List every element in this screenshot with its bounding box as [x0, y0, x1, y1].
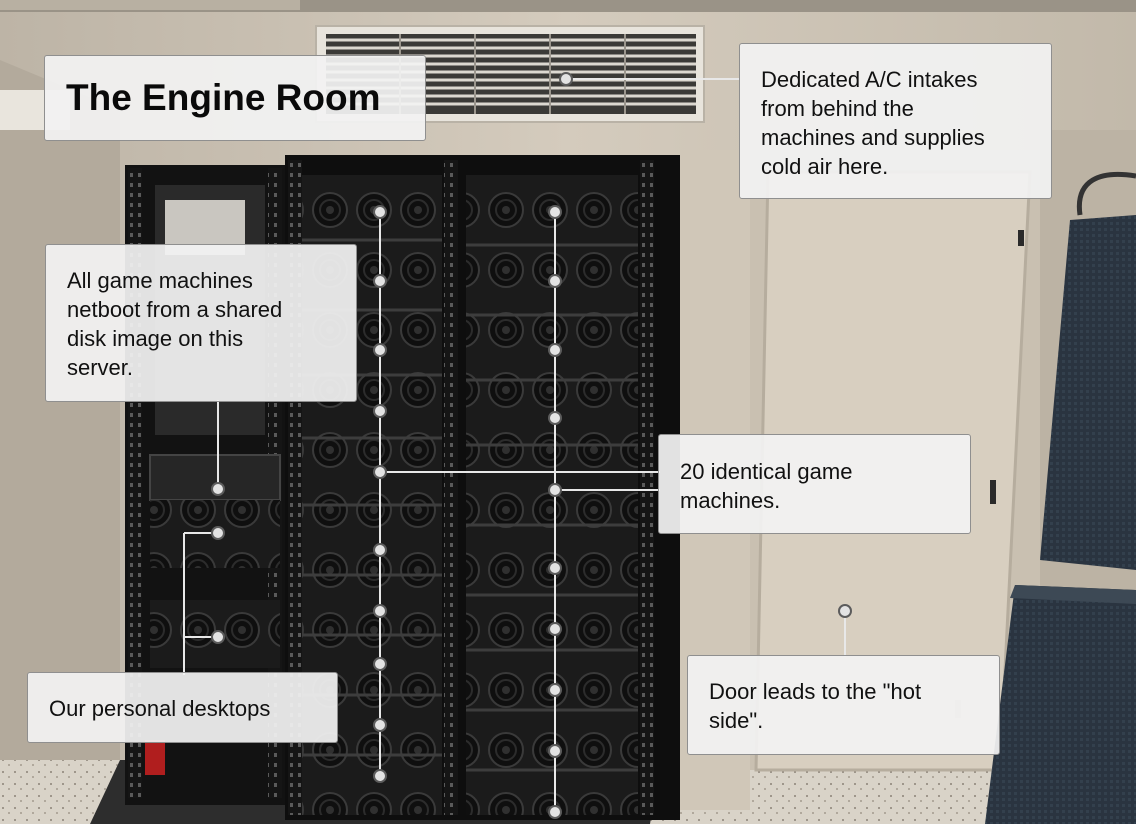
desktops-callout-text: Our personal desktops: [49, 696, 271, 721]
marker-machine: [548, 483, 562, 497]
title-callout: The Engine Room: [44, 55, 426, 141]
marker-machine: [548, 411, 562, 425]
marker-machine: [373, 718, 387, 732]
marker-machine: [548, 805, 562, 819]
marker-desktop: [211, 630, 225, 644]
marker-machine: [373, 465, 387, 479]
leader-lines: [183, 78, 846, 812]
door-callout-text: Door leads to the "hot side".: [709, 679, 922, 733]
desktops-callout: Our personal desktops: [27, 672, 338, 743]
marker-door: [838, 604, 852, 618]
door-callout: Door leads to the "hot side".: [687, 655, 1000, 755]
marker-machine: [373, 343, 387, 357]
game-machines-callout: 20 identical game machines.: [658, 434, 971, 534]
ac-callout: Dedicated A/C intakes from behind the ma…: [739, 43, 1052, 199]
hanging-bag: [1040, 171, 1136, 570]
marker-machine: [373, 274, 387, 288]
marker-machine: [548, 205, 562, 219]
marker-ac: [559, 72, 573, 86]
marker-machine: [373, 604, 387, 618]
marker-machine: [548, 622, 562, 636]
page-title: The Engine Room: [66, 77, 381, 118]
marker-machine: [548, 561, 562, 575]
server-callout-text: All game machines netboot from a shared …: [67, 268, 283, 380]
server-callout: All game machines netboot from a shared …: [45, 244, 357, 402]
marker-machine: [373, 404, 387, 418]
game-machines-callout-text: 20 identical game machines.: [680, 459, 853, 513]
marker-machine: [548, 683, 562, 697]
marker-desktop: [211, 526, 225, 540]
trash-bin: [985, 585, 1136, 824]
marker-server: [211, 482, 225, 496]
marker-machine: [548, 274, 562, 288]
marker-machine: [373, 205, 387, 219]
marker-dots: [211, 72, 852, 819]
marker-machine: [373, 543, 387, 557]
marker-machine: [373, 769, 387, 783]
ac-callout-text: Dedicated A/C intakes from behind the ma…: [761, 67, 985, 179]
marker-machine: [548, 744, 562, 758]
marker-machine: [373, 657, 387, 671]
marker-machine: [548, 343, 562, 357]
